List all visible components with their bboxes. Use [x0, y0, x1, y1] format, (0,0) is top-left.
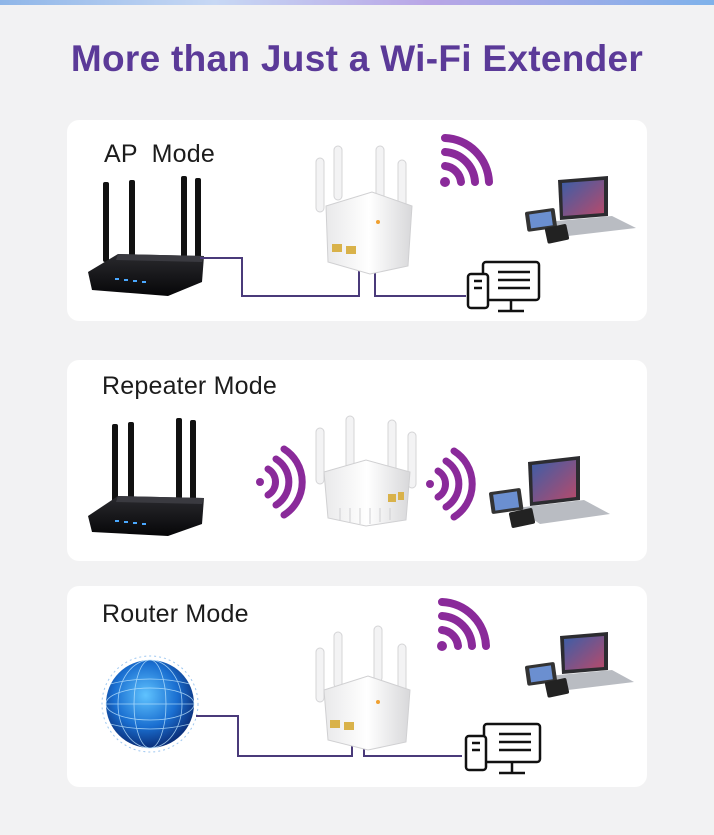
laptop-icon — [489, 456, 610, 528]
extender-icon — [315, 145, 413, 275]
router-icon — [88, 176, 204, 296]
ap-mode-label: AP Mode — [104, 140, 215, 168]
desktop-icon — [466, 260, 541, 313]
wifi-signal-icon — [256, 445, 306, 519]
globe-icon — [101, 655, 199, 753]
wifi-signal-icon — [437, 598, 490, 651]
desktop-icon — [464, 722, 542, 775]
page-title: More than Just a Wi-Fi Extender — [70, 38, 644, 79]
laptop-icon — [525, 632, 634, 698]
wifi-signal-icon — [440, 134, 493, 187]
repeater-mode-label: Repeater Mode — [102, 372, 277, 400]
laptop-icon — [525, 176, 636, 244]
wifi-signal-icon — [426, 447, 476, 521]
extender-icon — [315, 625, 411, 751]
top-banner-strip — [0, 0, 714, 5]
router-mode-label: Router Mode — [102, 600, 249, 628]
router-icon — [88, 418, 204, 536]
extender-icon — [315, 415, 417, 527]
